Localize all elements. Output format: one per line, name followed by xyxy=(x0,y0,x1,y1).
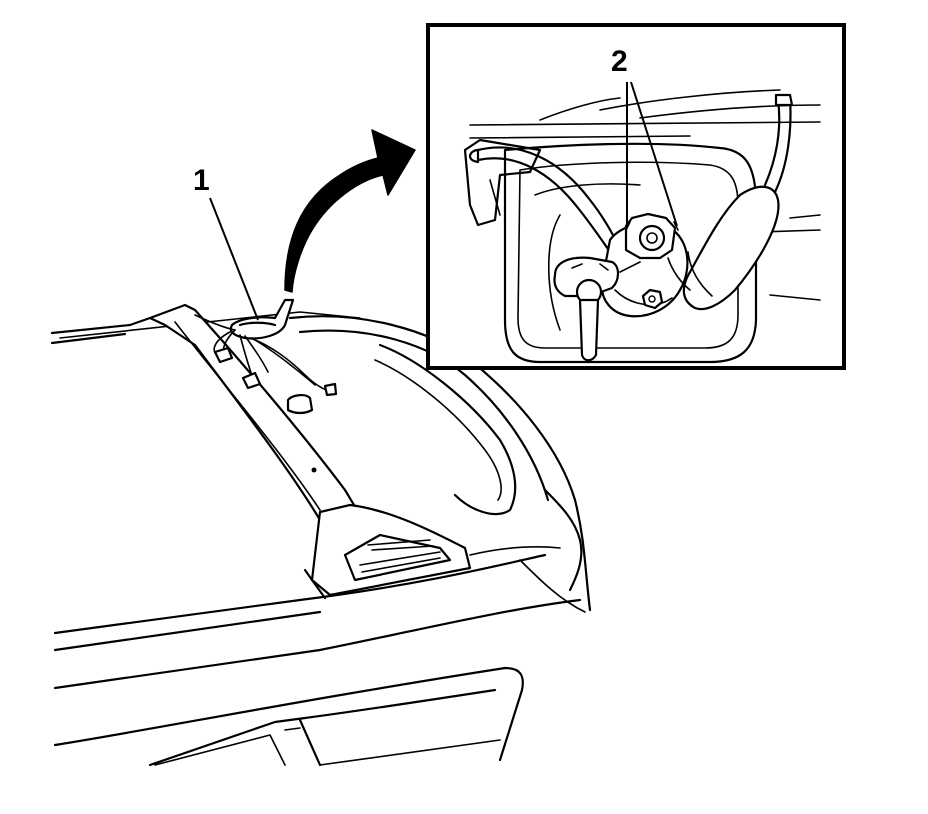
vehicle-roof-view xyxy=(50,298,592,767)
detail-inset xyxy=(426,23,846,370)
callout-1: 1 xyxy=(193,164,259,321)
zoom-arrow xyxy=(284,129,416,293)
callout-2-label: 2 xyxy=(611,45,628,78)
callout-2: 2 xyxy=(611,45,678,227)
callout-1-label: 1 xyxy=(193,164,210,197)
